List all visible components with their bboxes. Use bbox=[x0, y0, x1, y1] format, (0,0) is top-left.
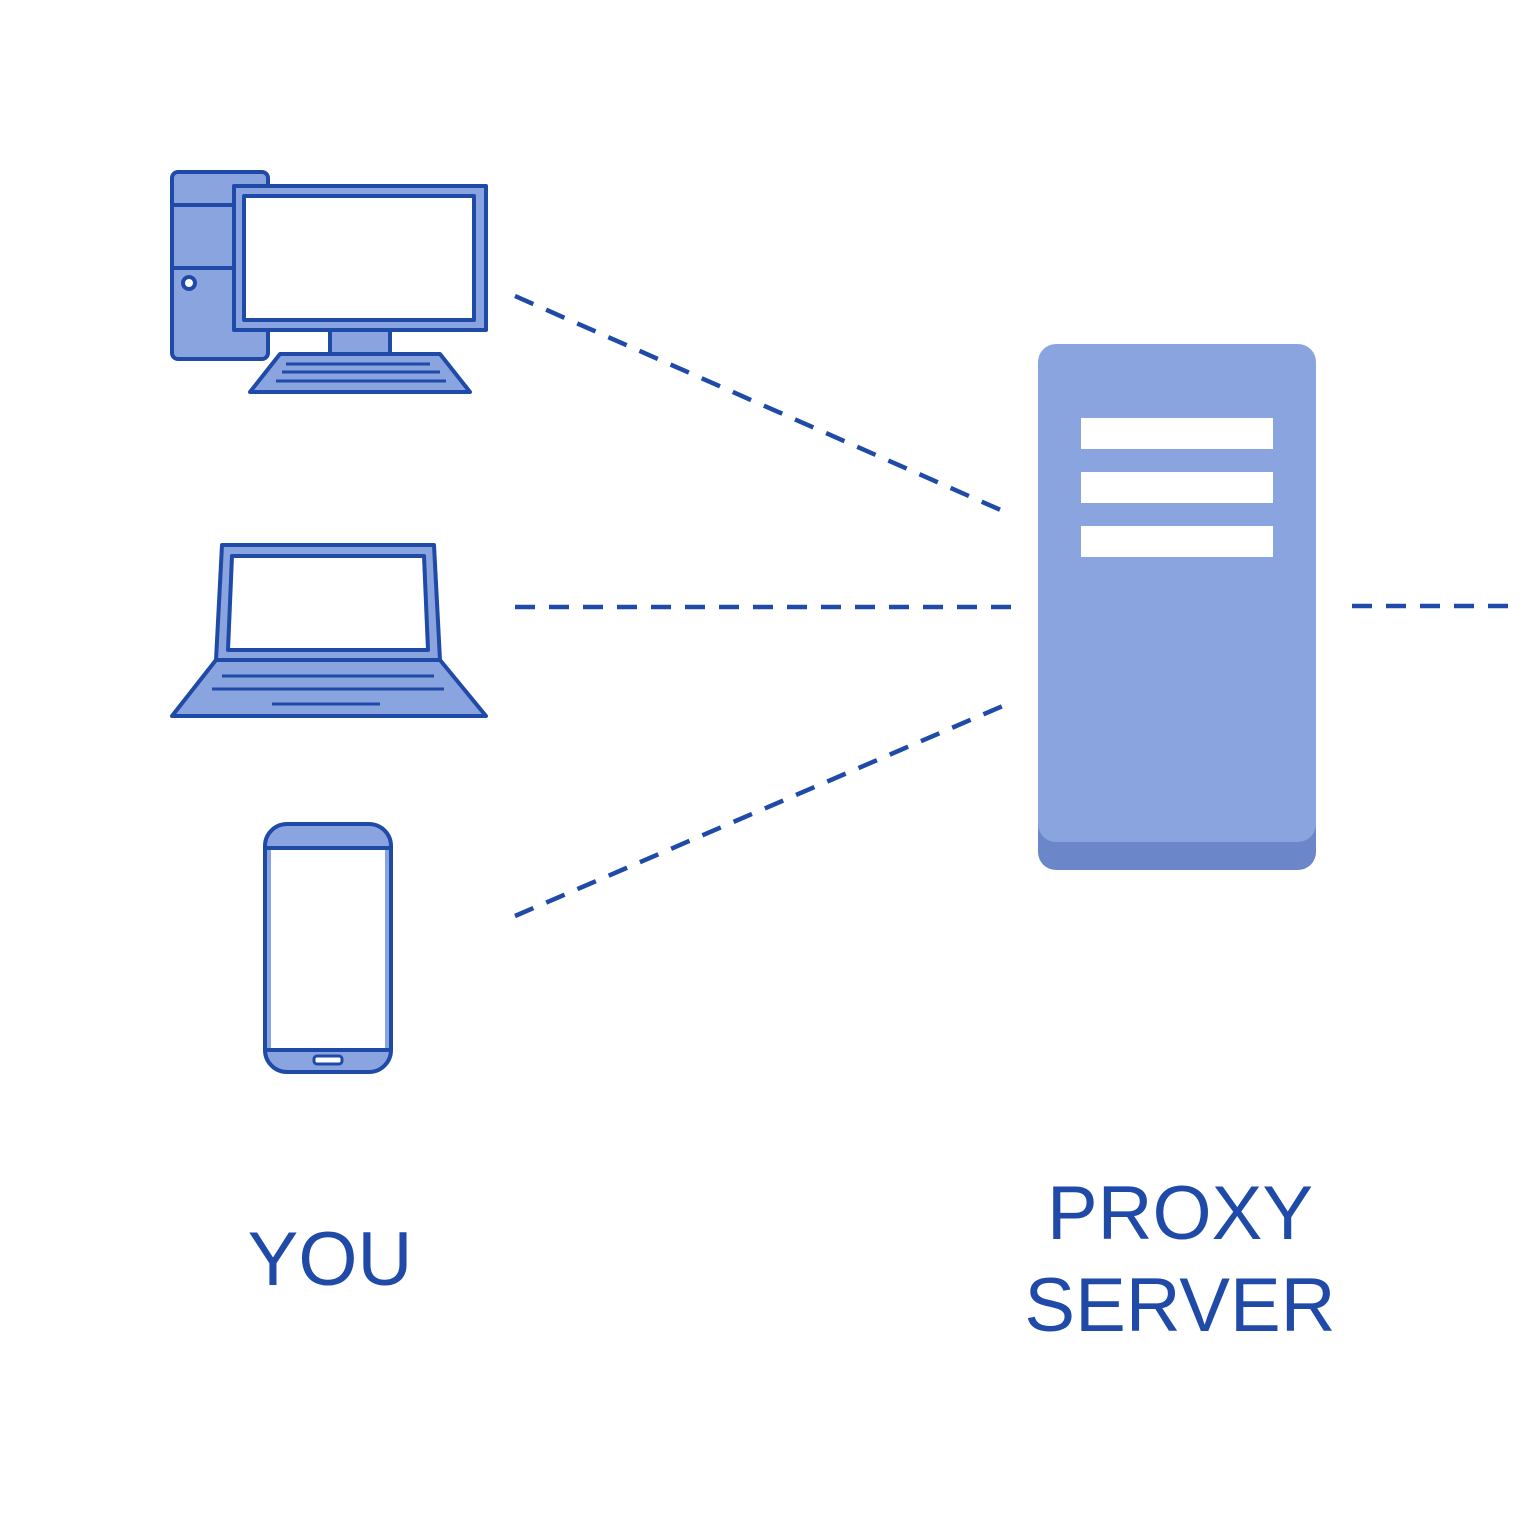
proxy-label-line2: SERVER bbox=[1024, 1263, 1336, 1348]
you-label: YOU bbox=[247, 1217, 413, 1302]
laptop-icon bbox=[170, 543, 488, 718]
desktop-computer-icon bbox=[170, 170, 488, 394]
connection-phone-to-proxy bbox=[514, 699, 1013, 919]
smartphone-icon bbox=[263, 822, 393, 1074]
connection-desktop-to-proxy bbox=[514, 293, 1013, 518]
proxy-server-label: PROXY SERVER bbox=[1000, 1176, 1360, 1360]
proxy-label-line1: PROXY bbox=[1046, 1171, 1314, 1256]
server-icon bbox=[1038, 344, 1316, 870]
